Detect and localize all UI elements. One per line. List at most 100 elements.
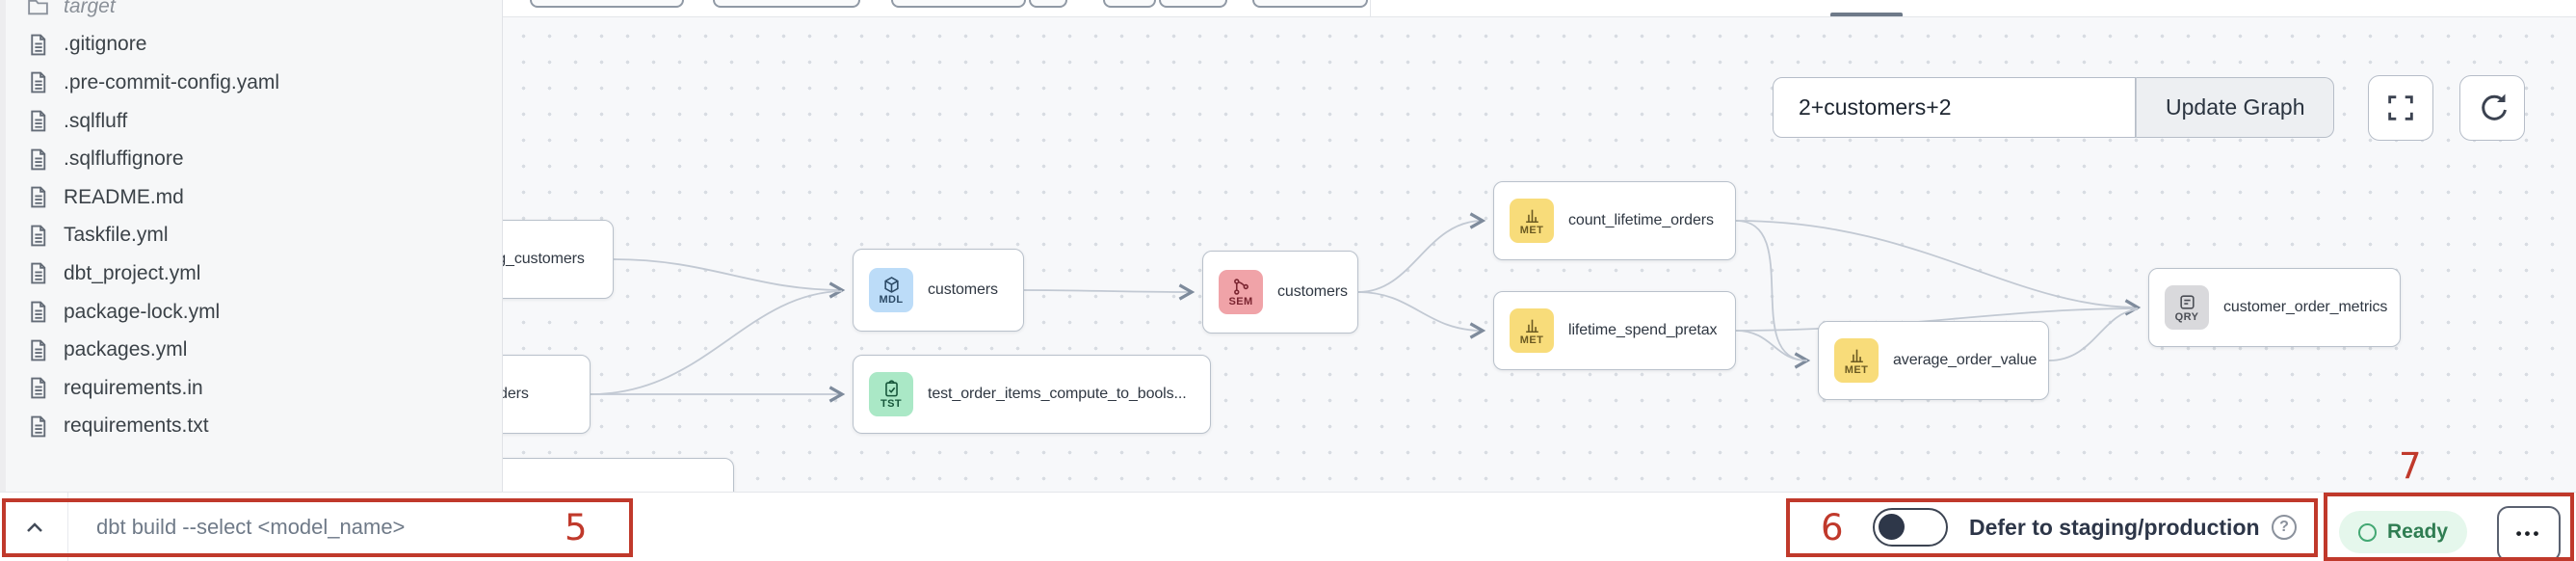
chevron-up-icon	[27, 522, 42, 532]
folder-icon	[28, 0, 48, 15]
badge-code: SEM	[1228, 295, 1253, 307]
metric-badge: MET	[1510, 199, 1554, 243]
refresh-button[interactable]	[2459, 75, 2525, 141]
file-row-packages[interactable]: packages.yml	[0, 331, 502, 369]
badge-code: MET	[1519, 224, 1544, 236]
graph-selector-value: 2+customers+2	[1799, 94, 1952, 120]
dbt-command-placeholder: dbt build --select <model_name>	[96, 515, 406, 539]
toolbar-button-clipped[interactable]	[1252, 0, 1368, 8]
status-ring-icon	[2358, 522, 2377, 542]
file-name: dbt_project.yml	[64, 261, 201, 284]
file-icon	[31, 72, 46, 94]
file-name: packages.yml	[64, 338, 188, 361]
file-row-sqlfluffignore[interactable]: .sqlfluffignore	[0, 140, 502, 178]
file-row-dbt-project[interactable]: dbt_project.yml	[0, 254, 502, 293]
node-customer-order-metrics[interactable]: QRY customer_order_metrics	[2148, 268, 2401, 347]
file-row-sqlfluff[interactable]: .sqlfluff	[0, 102, 502, 141]
node-average-order-value[interactable]: MET average_order_value	[1818, 321, 2049, 400]
file-icon	[31, 110, 46, 132]
file-row-requirements-in[interactable]: requirements.in	[0, 369, 502, 408]
badge-code: TST	[881, 397, 902, 410]
badge-code: MET	[1519, 334, 1544, 346]
node-label: lifetime_spend_pretax	[1568, 322, 1718, 338]
node-customers-semantic[interactable]: SEM customers	[1202, 251, 1358, 334]
node-label: average_order_value	[1893, 352, 2037, 368]
file-name: .sqlfluff	[64, 109, 128, 132]
badge-code: QRY	[2174, 310, 2199, 323]
toolbar-button-clipped[interactable]	[530, 0, 684, 8]
node-customers-model[interactable]: MDL customers	[853, 249, 1024, 332]
node-clipped-bottom[interactable]	[503, 458, 734, 492]
file-row-package-lock[interactable]: package-lock.yml	[0, 293, 502, 332]
test-badge: TST	[869, 372, 913, 416]
dbt-command-input[interactable]: dbt build --select <model_name>	[96, 493, 617, 561]
lineage-canvas[interactable]: stg_customers orders MDL customers TST t…	[503, 17, 2576, 492]
file-icon	[31, 339, 46, 361]
fullscreen-button[interactable]	[2368, 75, 2433, 141]
file-icon	[31, 301, 46, 323]
file-row-taskfile[interactable]: Taskfile.yml	[0, 217, 502, 255]
node-label: count_lifetime_orders	[1568, 212, 1714, 228]
toolbar-button-clipped[interactable]	[891, 0, 1026, 8]
toolbar-button-clipped[interactable]	[1029, 0, 1067, 8]
update-graph-label: Update Graph	[2166, 94, 2305, 120]
file-name: .pre-commit-config.yaml	[64, 70, 280, 94]
metric-badge: MET	[1834, 338, 1879, 383]
file-icon	[31, 377, 46, 399]
badge-code: MET	[1844, 363, 1869, 376]
node-orders[interactable]: orders	[503, 355, 591, 434]
file-icon	[31, 225, 46, 247]
cube-icon	[883, 276, 899, 293]
refresh-icon	[2482, 94, 2507, 120]
node-lifetime-spend-pretax[interactable]: MET lifetime_spend_pretax	[1493, 291, 1736, 370]
node-test-order-items[interactable]: TST test_order_items_compute_to_bools...	[853, 355, 1211, 434]
fullscreen-icon	[2388, 95, 2413, 120]
command-bar-divider	[67, 493, 68, 561]
file-icon	[31, 34, 46, 56]
query-badge: QRY	[2165, 285, 2209, 330]
file-row-gitignore[interactable]: .gitignore	[0, 26, 502, 65]
file-name: target	[64, 0, 116, 17]
expand-panel-button[interactable]	[13, 510, 56, 545]
node-label: orders	[503, 386, 529, 402]
node-label: customers	[928, 281, 998, 298]
file-icon	[31, 148, 46, 171]
help-glyph: ?	[2279, 519, 2289, 535]
semantic-model-badge: SEM	[1219, 270, 1263, 314]
help-icon[interactable]: ?	[2272, 515, 2297, 540]
more-options-button[interactable]: •••	[2497, 506, 2561, 561]
bar-chart-icon	[1525, 319, 1538, 333]
file-row-readme[interactable]: README.md	[0, 178, 502, 217]
node-count-lifetime-orders[interactable]: MET count_lifetime_orders	[1493, 181, 1736, 260]
sidebar-edge	[0, 0, 6, 492]
file-name: requirements.txt	[64, 414, 209, 438]
metric-badge: MET	[1510, 308, 1554, 353]
ellipsis-icon: •••	[2515, 524, 2542, 543]
file-row-requirements-txt[interactable]: requirements.txt	[0, 408, 502, 446]
defer-label: Defer to staging/production	[1969, 514, 2260, 540]
node-label: stg_customers	[503, 251, 585, 267]
status-badge[interactable]: Ready	[2339, 511, 2468, 553]
file-explorer-sidebar: target .gitignore .pre-commit-config.yam…	[0, 0, 503, 492]
file-icon	[31, 415, 46, 438]
file-icon	[31, 263, 46, 284]
file-row-target[interactable]: target	[0, 0, 502, 26]
file-name: requirements.in	[64, 376, 203, 399]
file-name: .gitignore	[64, 33, 147, 56]
bar-chart-icon	[1525, 209, 1538, 223]
node-stg-customers[interactable]: stg_customers	[503, 220, 614, 299]
file-name: .sqlfluffignore	[64, 147, 184, 171]
defer-toggle[interactable]	[1873, 508, 1948, 547]
file-row-pre-commit-config[interactable]: .pre-commit-config.yaml	[0, 64, 502, 102]
lineage-edges	[590, 212, 2142, 403]
toolbar-button-clipped[interactable]	[1159, 0, 1227, 8]
file-name: package-lock.yml	[64, 300, 221, 323]
graph-selector-input[interactable]: 2+customers+2	[1773, 77, 2136, 138]
toggle-knob-icon	[1879, 514, 1905, 540]
toolbar-button-clipped[interactable]	[713, 0, 860, 8]
update-graph-button[interactable]: Update Graph	[2136, 77, 2335, 138]
file-icon	[31, 186, 46, 208]
toolbar-button-clipped[interactable]	[1103, 0, 1156, 8]
test-icon	[884, 379, 898, 396]
file-list: target .gitignore .pre-commit-config.yam…	[0, 0, 502, 445]
